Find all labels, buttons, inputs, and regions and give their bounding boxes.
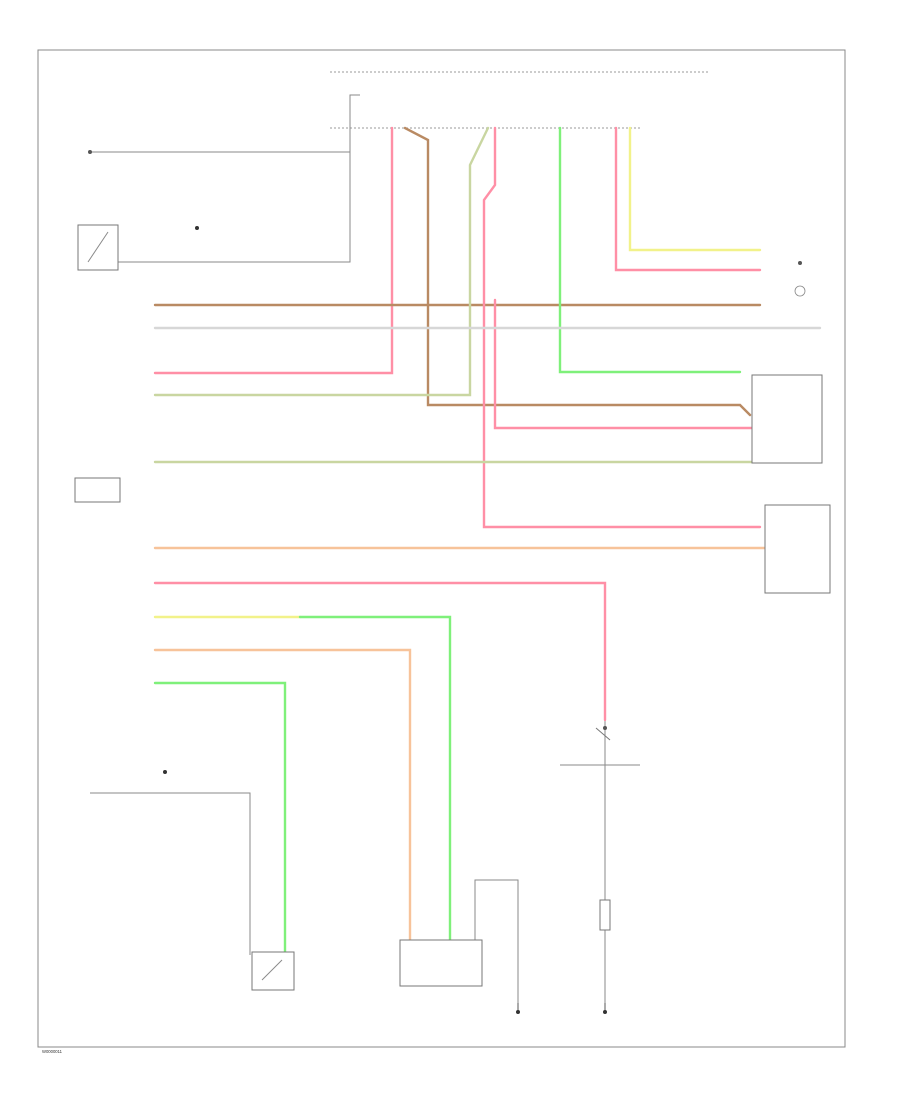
combination-switch-box: [74, 477, 121, 503]
buckle-switch-contact: [261, 959, 283, 981]
diagram-code: W0000011: [42, 1049, 63, 1054]
wire-green-4: [558, 126, 742, 374]
wire-red-0: [153, 126, 394, 375]
brake-switch-contact: [87, 231, 109, 263]
wire-brown-2: [403, 126, 752, 417]
wire-red-9: [153, 581, 607, 722]
wire-green-13: [153, 681, 287, 957]
diagram-frame: [37, 49, 846, 1048]
passenger-sensor-box: [399, 939, 483, 987]
fuse-block-connector: [599, 899, 611, 931]
light-switch-contact: [595, 727, 611, 741]
ground-symbol-icon: [794, 285, 806, 297]
colored-wires: [153, 126, 822, 957]
hood-switch-ground-icon: [798, 261, 802, 265]
wire-orange-12: [153, 648, 412, 947]
seat-belt-buckle-switch-box: [251, 951, 295, 991]
light-switch-pivot-icon: [603, 726, 607, 730]
wire-red-6: [493, 298, 754, 430]
ground-terminals: [163, 226, 607, 1014]
wire-red-5: [482, 126, 762, 529]
relay-box-right: [751, 374, 823, 464]
wire-olive-3: [153, 126, 490, 397]
wire-green-11: [298, 615, 452, 947]
left-kick-ground-icon: [88, 150, 92, 154]
wire-yellow-14: [628, 126, 762, 252]
instrument-cluster-box: [764, 504, 831, 594]
wire-red-15: [614, 126, 762, 272]
